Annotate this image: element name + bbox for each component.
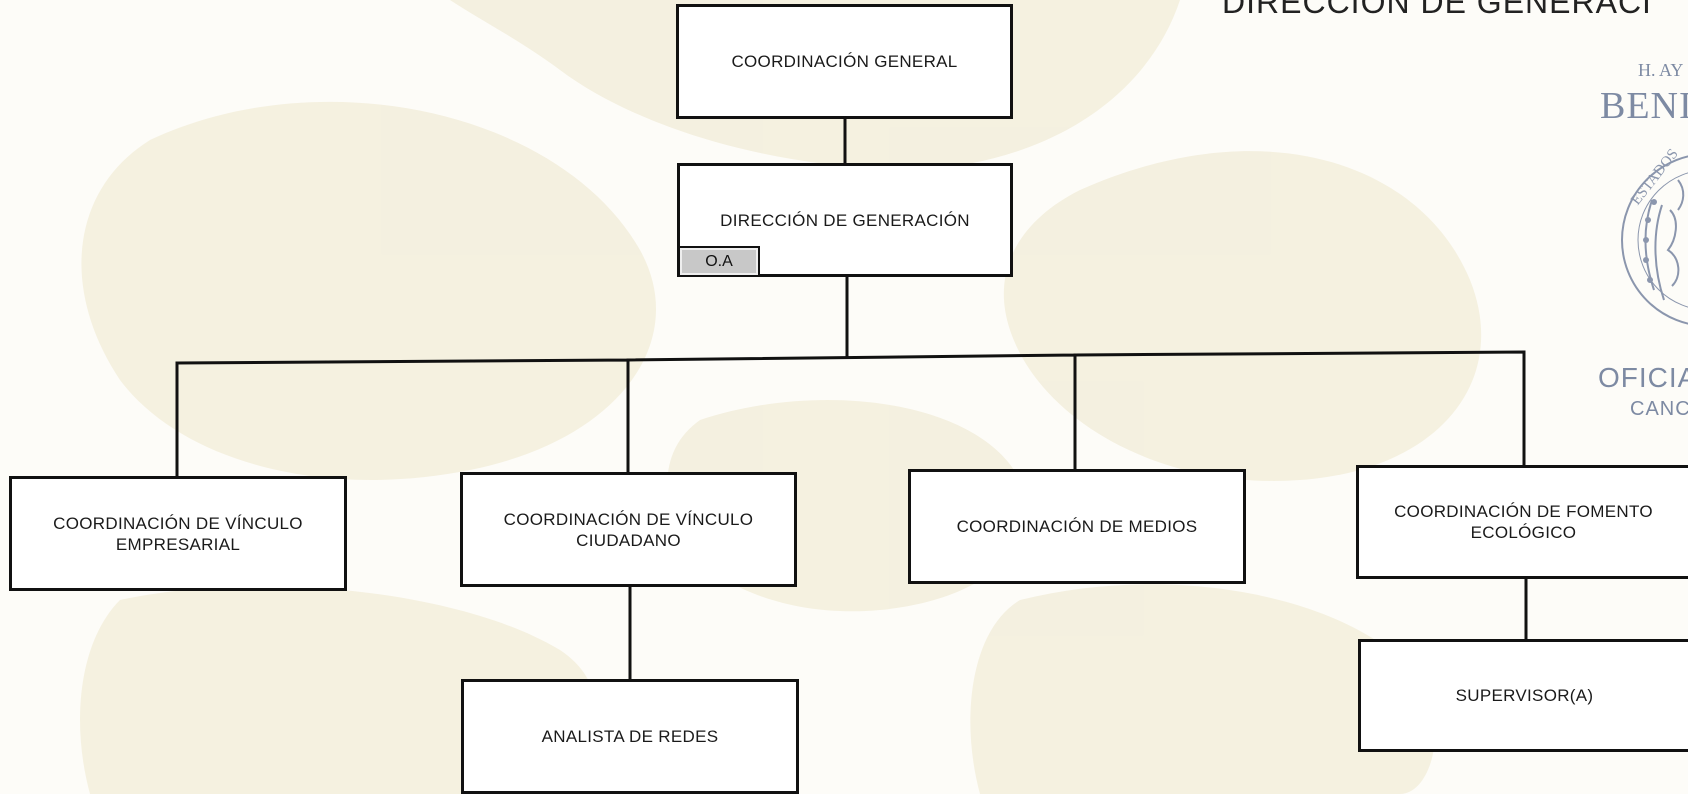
watermark-shape-right-lower — [970, 584, 1435, 794]
stamp-line-1: H. AY — [1638, 60, 1684, 80]
page-title: DIRECCIÓN DE GENERACI — [1222, 0, 1652, 20]
box-coordinacion-vinculo-empresarial: COORDINACIÓN DE VÍNCULO EMPRESARIAL — [9, 476, 347, 591]
seal-emblem-icon: ESTADOS — [1621, 146, 1688, 325]
stamp-office: OFICIA — [1598, 362, 1688, 393]
watermark-shape-right — [1003, 151, 1482, 481]
box-coordinacion-vinculo-ciudadano: COORDINACIÓN DE VÍNCULO CIUDADANO — [460, 472, 797, 587]
stamp-city: CANC — [1630, 398, 1688, 420]
connector-horizontal-bus — [175, 350, 1526, 478]
stamp-line-2: BENI — [1600, 85, 1688, 127]
box-analista-redes: ANALISTA DE REDES — [461, 679, 799, 794]
box-coordinacion-general: COORDINACIÓN GENERAL — [676, 4, 1013, 119]
watermark-shape-left — [81, 101, 657, 480]
box-supervisor: SUPERVISOR(A) — [1358, 639, 1688, 752]
box-coordinacion-medios: COORDINACIÓN DE MEDIOS — [908, 469, 1246, 584]
badge-oa: O.A — [678, 246, 760, 277]
box-coordinacion-fomento-ecologico: COORDINACIÓN DE FOMENTO ECOLÓGICO — [1356, 465, 1688, 579]
